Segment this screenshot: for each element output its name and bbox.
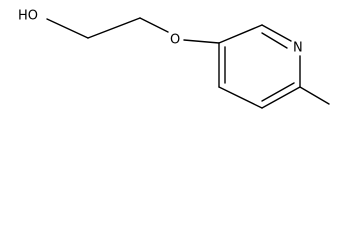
bond-methyl (299, 86, 330, 105)
ether-oxygen-label: O (170, 33, 180, 48)
bond-o-ring (183, 39, 220, 44)
bond-c2-o (139, 17, 169, 33)
molecule-structure: HO O N (18, 9, 330, 109)
bond-c1-c2 (87, 17, 141, 39)
ring-bond-n-c2 (261, 24, 292, 42)
ring-bond-n-c2-double (261, 32, 288, 49)
ring-bond-c2-c3 (218, 24, 263, 44)
bond-ho-c1 (46, 18, 89, 39)
ring-bond-c4-c5 (218, 86, 263, 109)
hydroxyl-label: HO (18, 9, 38, 24)
ring-nitrogen-label: N (293, 41, 303, 56)
ring-bond-c5-c6 (261, 86, 301, 109)
ring-bond-c5-c6-double (261, 82, 295, 102)
